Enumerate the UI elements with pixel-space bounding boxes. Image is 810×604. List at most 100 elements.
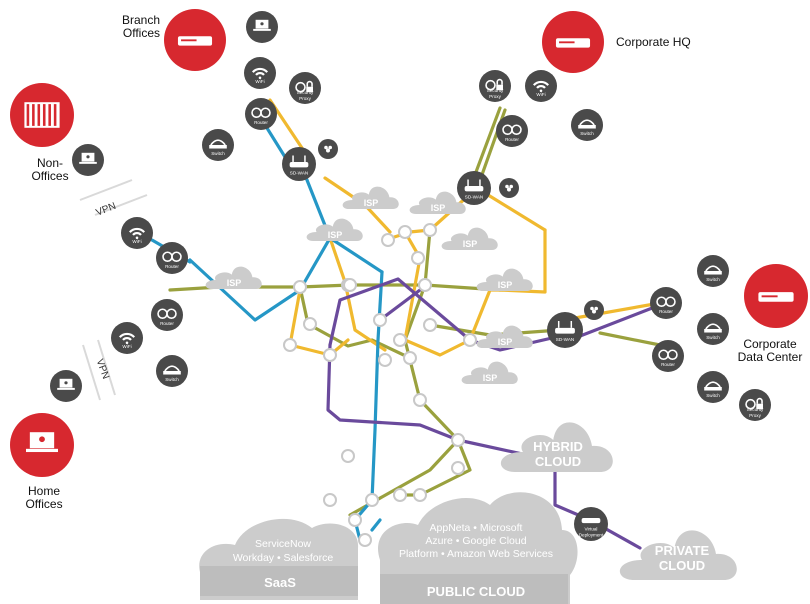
purple-link-4 — [378, 288, 422, 322]
connection-lines — [79, 98, 662, 550]
isp-label-4: ISP — [463, 239, 478, 249]
wifi-icon — [118, 332, 136, 339]
junction-20 — [348, 513, 362, 527]
branch-sdwan-node: SD-WAN — [282, 147, 316, 181]
saas-line-1: Workday • Salesforce — [233, 552, 334, 564]
dc-proxy-node-label-1: Proxy — [749, 413, 761, 418]
switch-icon — [164, 365, 180, 372]
private-cloud-line-0: PRIVATE — [655, 543, 710, 558]
saas-line-0: ServiceNow — [255, 538, 311, 550]
junction-17 — [451, 461, 465, 475]
junction-0 — [293, 280, 307, 294]
isp-label-1: ISP — [364, 198, 379, 208]
dc-switch-node-1: Switch — [697, 255, 729, 287]
junction-9 — [283, 338, 297, 352]
wifi-icon — [128, 227, 146, 234]
nonoffice-router-node-label-0: Router — [165, 264, 179, 269]
virtual-deployment-node-label-0: Virtual — [585, 527, 598, 532]
vpn-divider-1 — [94, 194, 148, 216]
wifi-icon — [251, 67, 269, 74]
hq-wifi-node: WiFi — [525, 70, 557, 102]
olive-link-8 — [423, 228, 432, 287]
isp-cloud-7: ISP — [461, 361, 518, 384]
public-line-0: AppNeta • Microsoft — [430, 522, 523, 534]
branch-router-node: Router — [245, 98, 277, 130]
junction-23 — [323, 493, 337, 507]
junction-8 — [323, 348, 337, 362]
home-switch-node-label-0: Switch — [165, 377, 179, 382]
dc-switch-node-2-label-0: Switch — [706, 335, 720, 340]
dc-sdwan-node-label-0: SD-WAN — [556, 337, 574, 342]
branch-router-node-label-0: Router — [254, 120, 268, 125]
branch-proxy-node-label-0: Security — [297, 90, 314, 95]
dc-sdwan-node: SD-WAN — [547, 312, 583, 348]
isp-label-5: ISP — [498, 280, 513, 290]
security-proxy-icon — [745, 398, 756, 410]
corporate-data-center-label: Corporate Data Center — [737, 337, 803, 364]
vpn-label-top: VPN — [94, 201, 117, 219]
virtual-deployment-node-label-1: Deployment — [579, 533, 604, 538]
dc-switch-node-3-label-0: Switch — [706, 393, 720, 398]
branch-laptop-node — [246, 11, 278, 43]
dc-router-node-2-label-0: Router — [661, 362, 675, 367]
purple-link-2 — [553, 458, 642, 550]
isp-cloud-2: ISP — [409, 191, 466, 214]
junction-13 — [378, 353, 392, 367]
home-router-node-label-0: Router — [160, 321, 174, 326]
virtual-deployment-icon — [581, 518, 601, 524]
home-office-site — [10, 413, 74, 477]
vpn-label-bottom: VPN — [94, 358, 111, 381]
junction-21 — [341, 449, 355, 463]
junction-24 — [358, 533, 372, 547]
junction-5 — [411, 251, 425, 265]
sdwan-icon — [289, 161, 309, 168]
home-switch-node: Switch — [156, 355, 188, 387]
nonoffice-laptop-node — [72, 144, 104, 176]
dc-switch-node-2: Switch — [697, 313, 729, 345]
yellow-link-2 — [363, 203, 392, 234]
isp-label-3: ISP — [328, 230, 343, 240]
junction-15 — [413, 393, 427, 407]
blue-link-6 — [370, 518, 382, 532]
junction-16 — [451, 433, 465, 447]
isp-cloud-3: ISP — [306, 218, 363, 241]
switch-icon — [705, 323, 721, 330]
junction-4 — [381, 233, 395, 247]
isp-cloud-0: ISP — [205, 266, 262, 289]
users-icon — [590, 306, 594, 311]
purple-link-1 — [326, 343, 552, 462]
dc-router-node-2: Router — [652, 340, 684, 372]
users-icon — [324, 145, 328, 150]
isp-label-2: ISP — [431, 203, 446, 213]
branch-wifi-node: WiFi — [244, 57, 276, 89]
hq-router-node-label-0: Router — [505, 137, 519, 142]
vpn-divider-2 — [82, 344, 101, 401]
isp-label-7: ISP — [483, 373, 498, 383]
public-cloud-title: PUBLIC CLOUD — [427, 584, 525, 599]
branch-users-node — [318, 139, 338, 159]
dc-switch-node-1-label-0: Switch — [706, 277, 720, 282]
junction-18 — [393, 488, 407, 502]
branch-switch-node-label-0: Switch — [211, 151, 225, 156]
nonoffice-router-node: Router — [156, 242, 188, 274]
switch-icon — [705, 265, 721, 272]
blue-link-2 — [370, 270, 384, 502]
isp-label-0: ISP — [227, 278, 242, 288]
hybrid-cloud-line-0: HYBRID — [533, 439, 583, 454]
corporate-hq-label: Corporate HQ — [616, 35, 691, 49]
isp-cloud-6: ISP — [476, 325, 533, 348]
branch-offices-label: Branch Offices — [121, 13, 160, 40]
nonoffice-wifi-node: WiFi — [121, 217, 153, 249]
purple-link-3 — [573, 303, 662, 340]
non-office-site — [10, 83, 74, 147]
saas-title: SaaS — [264, 575, 296, 590]
nodes-layer: WiFiSecurityProxyRouterSwitchSD-WANSecur… — [10, 9, 808, 541]
users-icon — [505, 184, 509, 189]
isp-cloud-4: ISP — [441, 227, 498, 250]
